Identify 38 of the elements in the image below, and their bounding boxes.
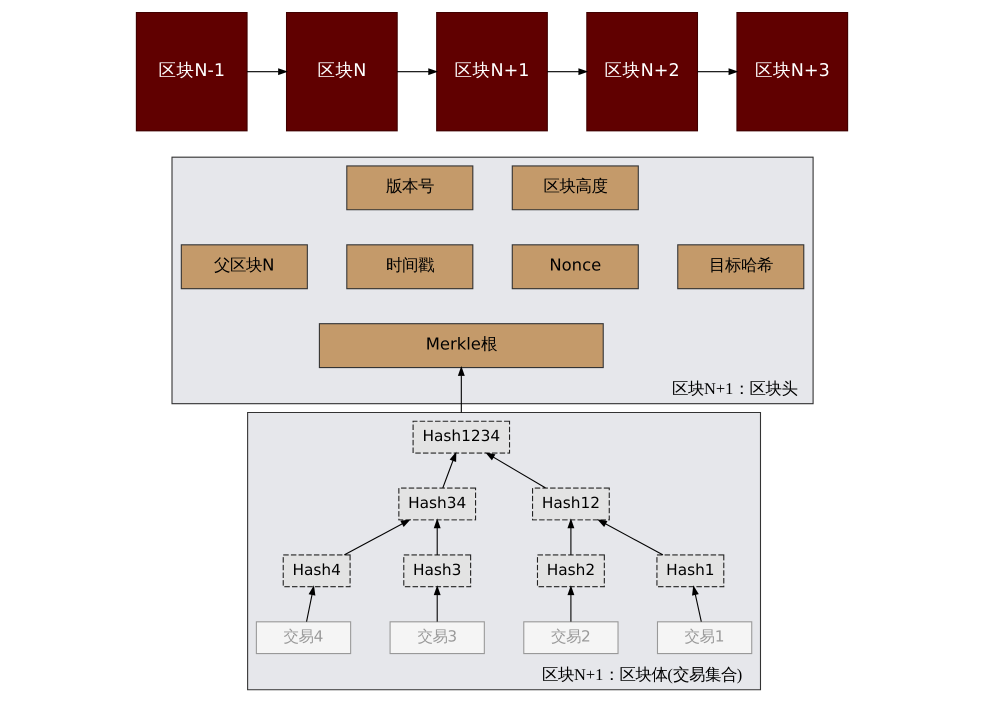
arrow bbox=[596, 519, 663, 556]
node-box: 时间戳 bbox=[346, 244, 473, 290]
node-box: 区块N bbox=[285, 12, 398, 132]
node-box: 区块N+3 bbox=[736, 12, 848, 132]
arrow bbox=[433, 518, 440, 555]
arrow bbox=[344, 519, 410, 556]
node-box: Merkle根 bbox=[318, 323, 604, 368]
arrow bbox=[306, 585, 315, 622]
node-box: 区块N+1 bbox=[436, 12, 548, 132]
arrow bbox=[442, 452, 456, 488]
arrow bbox=[546, 68, 588, 76]
node-box: Hash4 bbox=[282, 554, 350, 588]
arrow bbox=[246, 68, 288, 76]
node-box: Hash12 bbox=[532, 488, 610, 520]
node-box: 交易3 bbox=[389, 621, 484, 654]
node-box: 父区块N bbox=[180, 244, 308, 290]
node-box: 区块高度 bbox=[511, 165, 638, 210]
node-box: 区块N+2 bbox=[586, 12, 698, 132]
node-box: 交易1 bbox=[656, 621, 752, 654]
arrow bbox=[433, 585, 440, 622]
arrow bbox=[697, 68, 738, 76]
node-box: 交易4 bbox=[255, 621, 351, 654]
node-box: 目标哈希 bbox=[676, 244, 804, 290]
node-box: 版本号 bbox=[346, 165, 473, 210]
arrow bbox=[566, 585, 574, 622]
node-box: Hash1 bbox=[656, 554, 724, 588]
arrow bbox=[692, 585, 702, 622]
arrow bbox=[457, 366, 464, 412]
node-box: Nonce bbox=[511, 244, 638, 290]
arrow bbox=[566, 518, 574, 555]
node-box: Hash34 bbox=[398, 488, 476, 520]
node-box: Hash1234 bbox=[412, 420, 510, 454]
node-box: Hash2 bbox=[536, 554, 604, 588]
node-box: 区块N-1 bbox=[135, 12, 248, 132]
arrow bbox=[484, 452, 546, 488]
arrow bbox=[396, 68, 438, 76]
node-box: Hash3 bbox=[402, 554, 471, 588]
node-box: 交易2 bbox=[522, 621, 618, 654]
